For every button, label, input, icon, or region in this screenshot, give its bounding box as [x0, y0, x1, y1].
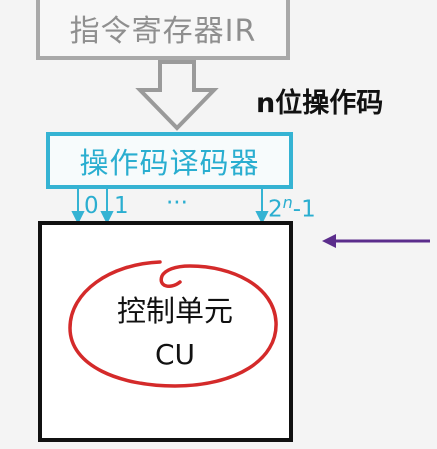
control-unit-subtitle: CU [154, 338, 196, 371]
output-last-base: 2 [268, 196, 283, 223]
decoder-output-arrows [71, 189, 269, 225]
control-unit-title: 控制单元 [116, 294, 233, 328]
output-label-0: 0 [84, 193, 99, 219]
instruction-register-box: 指令寄存器IR [36, 0, 290, 60]
opcode-decoder-box: 操作码译码器 [46, 132, 293, 189]
external-input-arrow-icon [322, 234, 430, 248]
hand-drawn-circle-annotation [68, 260, 278, 388]
output-label-1: 1 [114, 193, 129, 219]
output-last-exponent: n [282, 193, 293, 212]
hollow-down-arrow-icon [135, 60, 219, 131]
opcode-width-label: n位操作码 [256, 88, 384, 119]
output-label-last: 2n-1 [268, 193, 316, 223]
output-ellipsis: ··· [166, 190, 188, 216]
decoder-label: 操作码译码器 [79, 145, 260, 180]
ir-label: 指令寄存器IR [69, 14, 257, 49]
output-last-suffix: -1 [292, 196, 316, 223]
control-unit-box [38, 221, 293, 442]
